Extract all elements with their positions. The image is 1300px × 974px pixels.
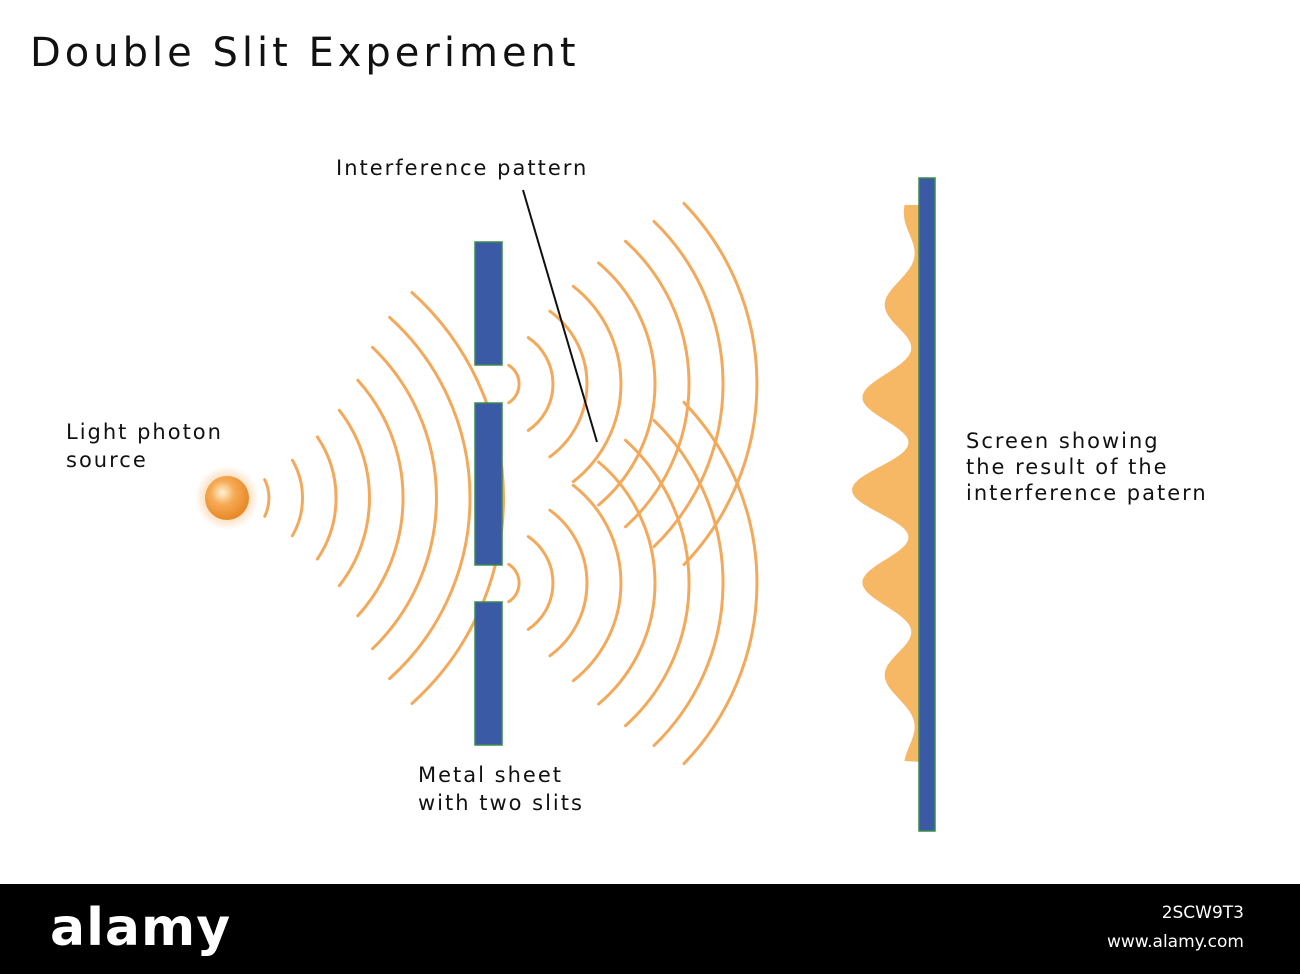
lower-slit-wavefront xyxy=(624,438,691,728)
upper-slit-wavefronts xyxy=(507,201,759,567)
interference-label: Interference pattern xyxy=(336,154,588,182)
incoming-wavefront xyxy=(356,378,405,618)
lower-slit-wavefront xyxy=(652,418,725,748)
incoming-wavefronts xyxy=(263,291,506,705)
incoming-wavefront xyxy=(337,408,371,588)
lower-slit-wavefront xyxy=(507,562,521,604)
double-slit-diagram xyxy=(195,177,936,832)
upper-slit-wavefront xyxy=(624,239,691,529)
interference-pointer-line xyxy=(522,189,598,443)
sheet-label-line1: Metal sheet xyxy=(418,763,563,787)
page-title: Double Slit Experiment xyxy=(30,30,580,76)
incoming-wavefront xyxy=(263,478,271,518)
upper-slit-wavefront xyxy=(597,261,657,507)
source-label-line2: source xyxy=(66,448,148,472)
upper-slit-wavefront xyxy=(571,284,623,484)
incoming-wavefront xyxy=(371,345,438,651)
lower-slit-wavefront xyxy=(682,400,759,766)
upper-slit-wavefront xyxy=(682,201,759,567)
screen-label-line1: Screen showing xyxy=(966,429,1160,453)
incoming-wavefront xyxy=(410,291,506,705)
lower-slit-wavefronts xyxy=(507,400,759,766)
brand-logo: alamy xyxy=(50,898,232,958)
image-code: 2SCW9T3 xyxy=(1161,903,1244,923)
source-label: Light photon source xyxy=(66,418,223,474)
upper-slit-wavefront xyxy=(548,309,589,459)
interference-label-text: Interference pattern xyxy=(336,156,589,180)
metal-sheet-icon xyxy=(474,241,503,746)
incoming-wavefront xyxy=(315,435,338,561)
sheet-label-line2: with two slits xyxy=(418,791,584,815)
source-label-line1: Light photon xyxy=(66,420,223,444)
lower-slit-wavefront xyxy=(571,483,623,683)
footer-bar: alamy 2SCW9T3 www.alamy.com xyxy=(0,884,1300,974)
sheet-segment-bottom xyxy=(474,601,503,746)
upper-slit-wavefront xyxy=(526,336,555,432)
screen-label-line2: the result of the xyxy=(966,455,1169,479)
screen-label: Screen showing the result of the interfe… xyxy=(966,428,1208,506)
sheet-segment-top xyxy=(474,241,503,366)
site-url: www.alamy.com xyxy=(1106,932,1244,952)
photon-source-icon xyxy=(195,466,259,530)
screen-bar xyxy=(918,177,936,832)
sheet-segment-middle xyxy=(474,402,503,566)
incoming-wavefront xyxy=(388,315,472,681)
detection-screen-icon xyxy=(852,177,936,832)
lower-slit-wavefront xyxy=(597,460,657,706)
screen-label-line3: interference patern xyxy=(966,481,1208,505)
sheet-label: Metal sheet with two slits xyxy=(418,761,584,817)
incoming-wavefront xyxy=(290,458,304,538)
lower-slit-wavefront xyxy=(548,508,589,658)
upper-slit-wavefront xyxy=(652,219,725,549)
upper-slit-wavefront xyxy=(507,363,521,405)
interference-fringe-profile xyxy=(852,205,922,762)
lower-slit-wavefront xyxy=(526,535,555,631)
